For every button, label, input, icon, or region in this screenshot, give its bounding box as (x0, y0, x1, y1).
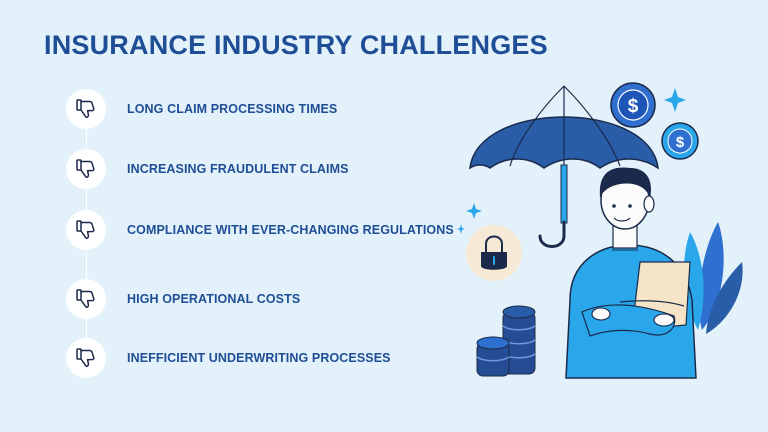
challenge-item: HIGH OPERATIONAL COSTS (66, 279, 486, 319)
challenge-item: INCREASING FRAUDULENT CLAIMS (66, 149, 486, 189)
coin-stack-icon (502, 305, 536, 375)
dollar-coin-icon: $ (661, 122, 699, 160)
challenge-label: INCREASING FRAUDULENT CLAIMS (127, 162, 349, 176)
dollar-coin-icon: $ (610, 82, 656, 128)
thumbs-down-icon (66, 149, 106, 189)
padlock-icon (466, 225, 522, 281)
thumbs-down-icon (66, 338, 106, 378)
challenge-label: INEFFICIENT UNDERWRITING PROCESSES (127, 351, 391, 365)
coin-stack-icon (476, 336, 510, 377)
leaf-icon (683, 222, 743, 334)
sparkle-icon (664, 88, 686, 112)
thumbs-down-icon (66, 210, 106, 250)
person-illustration (565, 167, 697, 379)
umbrella-icon (469, 85, 659, 248)
sparkle-icon (466, 203, 482, 219)
challenge-label: COMPLIANCE WITH EVER-CHANGING REGULATION… (127, 223, 454, 237)
challenge-item: LONG CLAIM PROCESSING TIMES (66, 89, 486, 129)
thumbs-down-icon (66, 279, 106, 319)
challenge-label: HIGH OPERATIONAL COSTS (127, 292, 301, 306)
challenge-item: INEFFICIENT UNDERWRITING PROCESSES (66, 338, 486, 378)
coin-symbol: $ (676, 134, 685, 151)
challenge-item: COMPLIANCE WITH EVER-CHANGING REGULATION… (66, 210, 486, 250)
page-title: INSURANCE INDUSTRY CHALLENGES (44, 30, 548, 60)
insurance-illustration: $ $ (457, 82, 743, 379)
coin-symbol: $ (628, 96, 639, 117)
sparkle-icon (457, 224, 465, 234)
challenge-label: LONG CLAIM PROCESSING TIMES (127, 102, 338, 116)
thumbs-down-icon (66, 89, 106, 129)
